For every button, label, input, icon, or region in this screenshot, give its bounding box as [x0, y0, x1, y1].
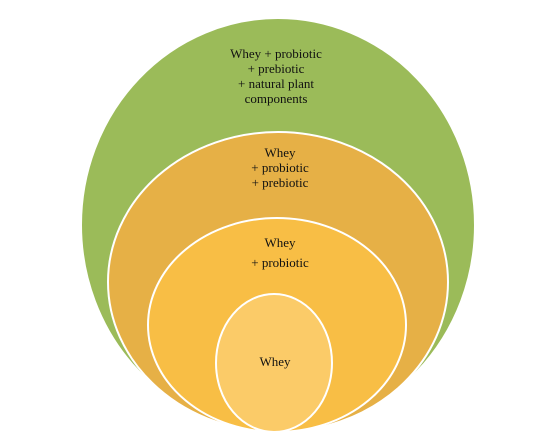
- inner-circle-whey: [215, 293, 333, 433]
- inner-circle-label: Whey: [230, 354, 320, 369]
- second-label-line-1: Whey: [264, 235, 296, 250]
- third-circle-label: Whey + probiotic + prebiotic: [225, 145, 335, 190]
- third-label-line-1: Whey: [264, 145, 296, 160]
- inner-label-line-1: Whey: [259, 354, 291, 369]
- outer-label-line-1: Whey + probiotic: [230, 46, 322, 61]
- third-label-line-3: + prebiotic: [251, 175, 309, 190]
- outer-circle-label: Whey + probiotic + prebiotic + natural p…: [206, 46, 346, 106]
- second-circle-label: Whey + probiotic: [225, 233, 335, 273]
- second-label-line-2: + probiotic: [251, 255, 309, 270]
- outer-label-line-2: + prebiotic: [247, 61, 305, 76]
- outer-label-line-3: + natural plant: [238, 76, 314, 91]
- third-label-line-2: + probiotic: [251, 160, 309, 175]
- outer-label-line-4: components: [244, 91, 308, 106]
